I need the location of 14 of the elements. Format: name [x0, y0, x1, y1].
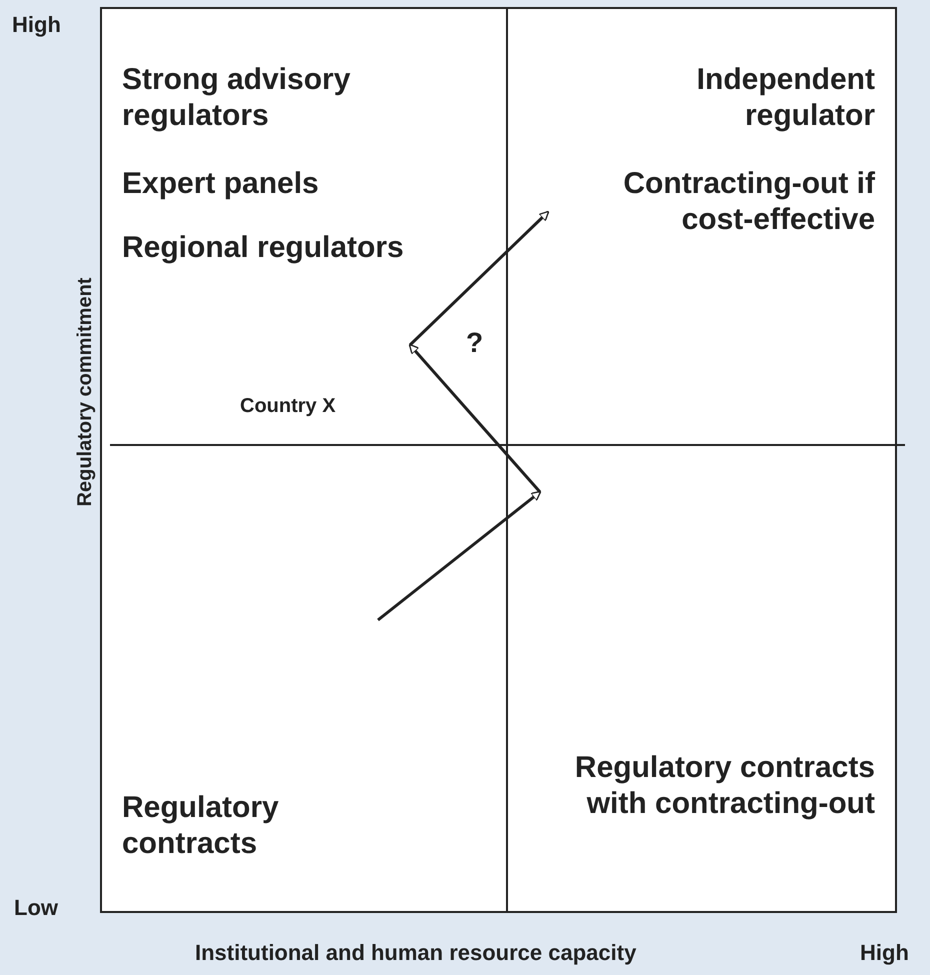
quadrant-label: Regulatory contracts with contracting-out	[574, 750, 875, 822]
quadrant-label: Strong advisory regulators	[122, 62, 352, 134]
axis-title: Regulatory commitment	[73, 276, 97, 508]
quadrant-label: Regional regulators	[122, 230, 405, 266]
quadrant-label: Contracting-out if cost-effective	[622, 166, 875, 238]
axis-label: High	[12, 12, 62, 38]
quadrant-label: Independent regulator	[696, 62, 875, 134]
quadrant-label: Expert panels	[122, 166, 320, 202]
quadrant-label: Regulatory contracts	[122, 790, 280, 862]
axis-title: Institutional and human resource capacity	[195, 940, 638, 966]
question-mark: ?	[466, 326, 484, 360]
axis-label: Low	[14, 895, 59, 922]
axis-label: High	[860, 940, 910, 966]
point-label: Country X	[240, 394, 337, 418]
